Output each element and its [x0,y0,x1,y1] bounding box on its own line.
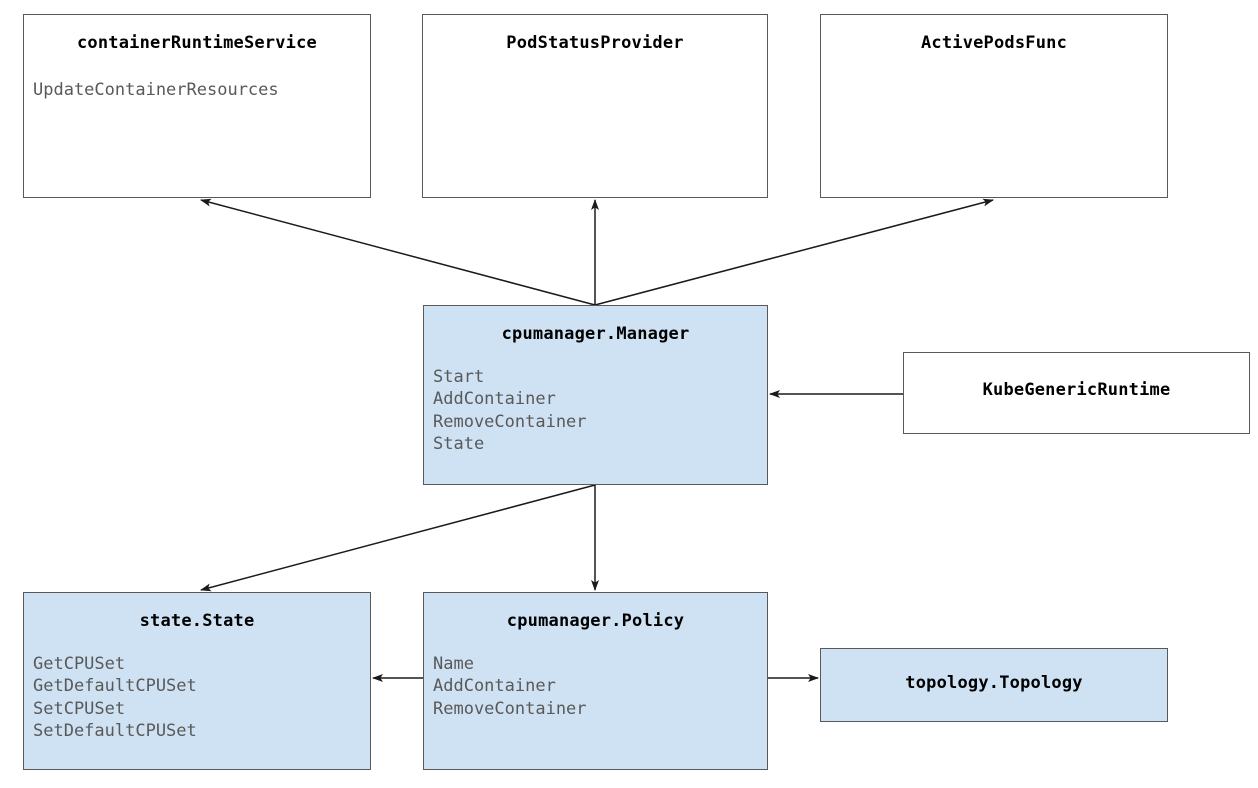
node-title: state.State [139,611,255,631]
node-members: Name AddContainer RemoveContainer [424,653,767,720]
node-cpumanager-policy[interactable]: cpumanager.Policy Name AddContainer Remo… [423,592,768,770]
node-title: containerRuntimeService [76,33,317,53]
node-title: ActivePodsFunc [920,33,1068,53]
node-topology-topology[interactable]: topology.Topology [820,648,1168,722]
node-containerruntimeservice[interactable]: containerRuntimeService UpdateContainerR… [23,14,371,198]
node-member: AddContainer [433,389,556,410]
node-members: GetCPUSet GetDefaultCPUSet SetCPUSet Set… [24,653,370,743]
node-kubegenericruntime[interactable]: KubeGenericRuntime [903,352,1250,434]
node-title: PodStatusProvider [506,33,684,53]
edge-manager-to-containerruntimeservice [200,198,596,306]
node-title: KubeGenericRuntime [982,380,1171,400]
node-members: UpdateContainerResources [24,79,370,101]
node-member: AddContainer [433,676,556,697]
node-member: RemoveContainer [433,411,587,432]
node-member: SetDefaultCPUSet [33,721,197,742]
node-activepodsfunc[interactable]: ActivePodsFunc [820,14,1168,198]
node-state-state[interactable]: state.State GetCPUSet GetDefaultCPUSet S… [23,592,371,770]
node-member: GetDefaultCPUSet [33,676,197,697]
node-member: GetCPUSet [33,654,126,674]
node-title: cpumanager.Policy [506,611,685,631]
node-member: SetCPUSet [33,698,126,719]
node-member: Name [433,654,474,674]
node-cpumanager-manager[interactable]: cpumanager.Manager Start AddContainer Re… [423,305,768,485]
node-member: UpdateContainerResources [33,80,279,100]
node-member: RemoveContainer [433,698,587,719]
node-title: topology.Topology [905,673,1083,693]
edge-manager-to-state [200,484,596,592]
node-podstatusprovider[interactable]: PodStatusProvider [422,14,768,198]
node-member: Start [433,367,485,387]
node-title: cpumanager.Manager [501,324,690,344]
node-members: Start AddContainer RemoveContainer State [424,366,767,456]
node-member: State [433,434,485,455]
edge-manager-to-activepodsfunc [594,198,994,306]
